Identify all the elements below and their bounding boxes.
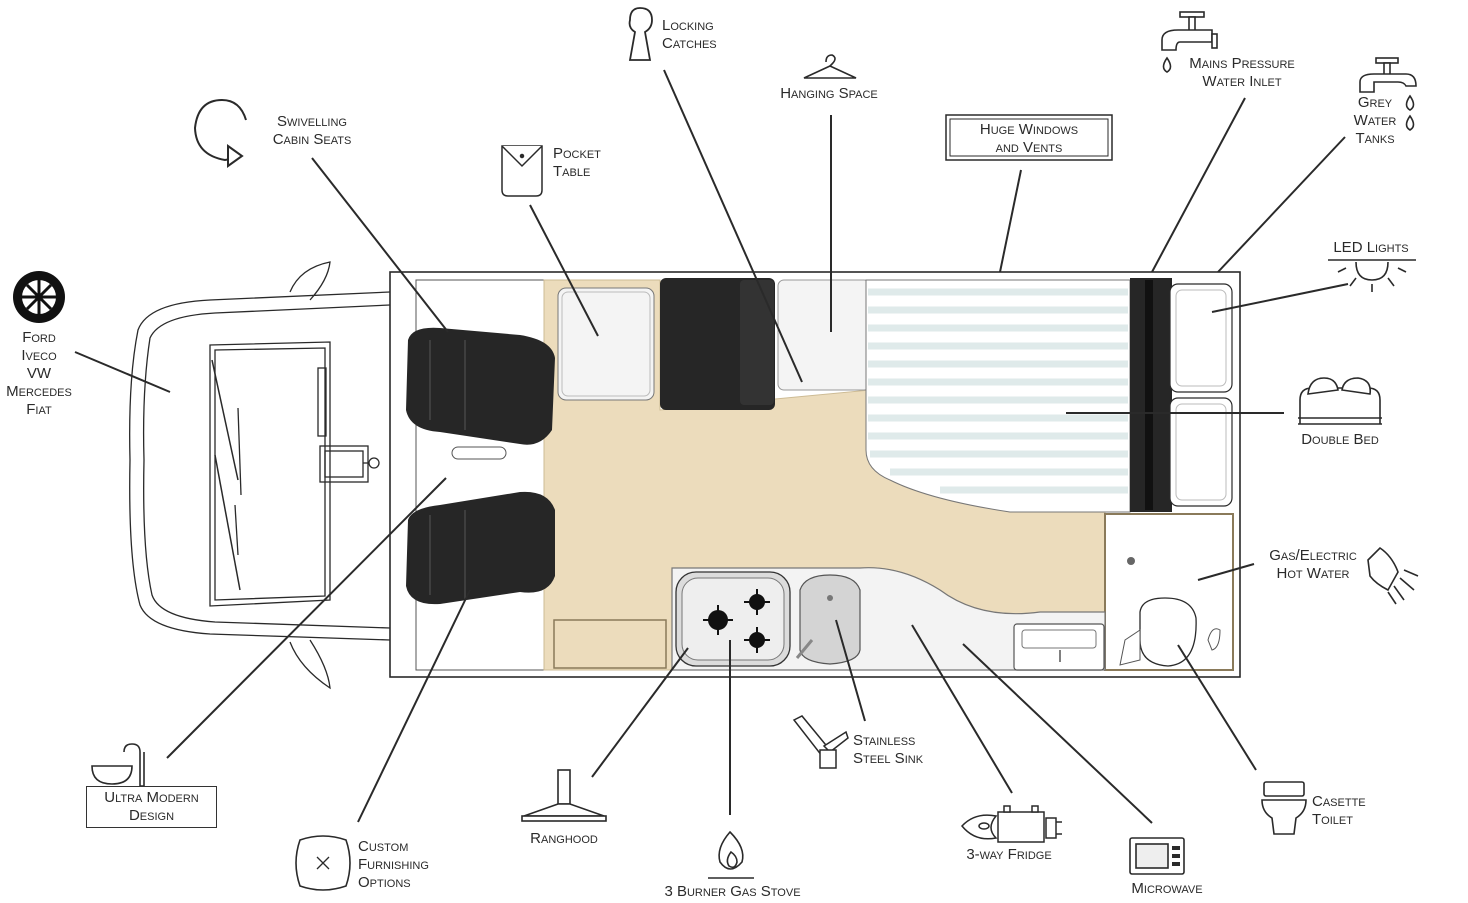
huge-windows-label: Huge Windows and Vents [979,121,1079,156]
range-hood-icon [521,769,607,822]
rotate-icon [193,98,247,168]
keyhole-icon [628,7,653,61]
led-light-icon [1328,259,1416,292]
locking-catches-label: Locking Catches [662,17,717,52]
mains-pressure-label: Mains Pressure Water Inlet [1189,55,1295,90]
vehicle-cab [129,261,391,690]
makes-label: Ford Iveco VW Mercedes Fiat [2,329,76,419]
double-bed-label: Double Bed [1301,431,1379,448]
make-fiat: Fiat [26,401,52,418]
hanging-space-label: Hanging Space [780,85,878,102]
hanger-icon [803,54,857,79]
pocket-table-icon [501,145,543,197]
shower-icon [1367,546,1419,605]
make-iveco: Iveco [21,347,57,364]
hot-water-label: Gas/Electric Hot Water [1269,547,1357,582]
cushion-icon [295,835,351,891]
swivelling-seats-label: Swivelling Cabin Seats [272,113,352,148]
ultra-modern-label: Ultra Modern Design [86,786,217,828]
fridge-label: 3-way Fridge [966,846,1052,863]
cabin-seats [406,327,555,605]
sink-label: Stainless Steel Sink [853,732,924,767]
make-mercedes: Mercedes [6,383,72,400]
flame-icon [708,830,754,879]
ranghood-label: Ranghood [530,830,598,847]
tap-icon [1161,11,1218,73]
toilet-icon [1261,781,1307,835]
microwave-label: Microwave [1131,880,1203,897]
microwave-icon [1129,837,1185,875]
window-icon [945,114,1113,161]
leader-lines [74,69,1349,824]
wheel-icon [13,271,65,323]
bed-icon [1298,377,1382,425]
grey-water-tap-icon [1359,57,1417,131]
pocket-table-label: Pocket Table [553,145,601,180]
custom-furnishing-label: Custom Furnishing Options [358,838,429,891]
basin-icon [91,743,145,787]
led-lights-label: LED Lights [1333,239,1409,256]
make-vw: VW [26,365,52,382]
mixer-tap-icon [792,715,849,769]
casette-toilet-label: Casette Toilet [1312,793,1366,828]
make-ford: Ford [22,329,56,346]
fridge-icon [961,805,1062,843]
grey-water-label: Grey Water Tanks [1353,94,1397,147]
stove-label: 3 Burner Gas Stove [664,883,801,900]
